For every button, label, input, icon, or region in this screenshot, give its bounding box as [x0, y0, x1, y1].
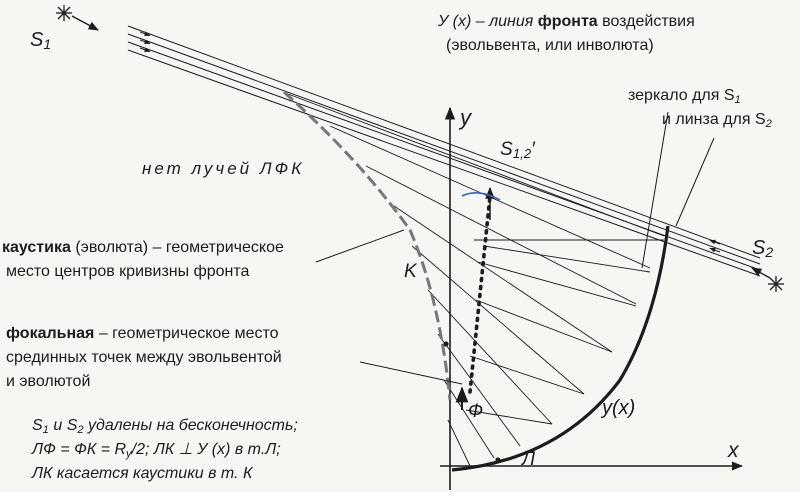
label-focal-2: срединных точек между эвольвентой	[6, 349, 282, 366]
label-caustic: каустика (эволюта) – геометрическое	[2, 239, 284, 256]
focal-line	[468, 194, 492, 394]
label-focal: фокальная – геометрическое место	[6, 325, 279, 342]
label-axis-y: y	[460, 105, 471, 130]
star-source-icon	[768, 276, 784, 292]
blue-marker	[461, 192, 501, 201]
star-source-icon	[56, 5, 72, 21]
label-curve-yx: y(x)	[602, 397, 636, 419]
caustic-curve	[282, 90, 452, 401]
label-point-f: Ф	[468, 401, 484, 422]
ray-bundle	[127, 25, 761, 277]
s1-direction-arrow	[71, 15, 99, 31]
label-front-line: У (x) – линия фронта воздействия	[438, 13, 695, 30]
label-s2: S2	[752, 237, 774, 260]
label-front-line-2: (эвольвента, или инволюта)	[446, 37, 654, 54]
label-point-k: K	[404, 261, 417, 282]
label-lens: и линза для S2	[662, 111, 772, 130]
label-focal-3: и эволютой	[6, 373, 91, 390]
s2-direction-arrow	[751, 267, 771, 279]
label-axis-x: x	[728, 439, 739, 462]
horizontal-rays	[465, 239, 664, 425]
label-no-rays: нет лучей ЛФК	[142, 159, 305, 178]
label-point-l: Л	[522, 449, 536, 470]
label-s12: S1,2′	[500, 139, 535, 161]
label-condition-2: ЛФ = ФК = Ry/2; ЛК ⊥ У (x) в т.Л;	[32, 441, 281, 460]
leader-lines	[315, 111, 715, 385]
label-condition-3: ЛК касается каустики в т. К	[32, 465, 253, 482]
label-mirror: зеркало для S1	[628, 87, 741, 106]
label-condition-1: S1 и S2 удалены на бесконечность;	[32, 417, 298, 436]
point-l-dot	[495, 457, 501, 463]
point-k-dot	[443, 341, 449, 347]
front-curve	[451, 225, 670, 472]
label-caustic-2: место центров кривизны фронта	[6, 263, 250, 280]
label-s1: S1	[30, 29, 52, 52]
